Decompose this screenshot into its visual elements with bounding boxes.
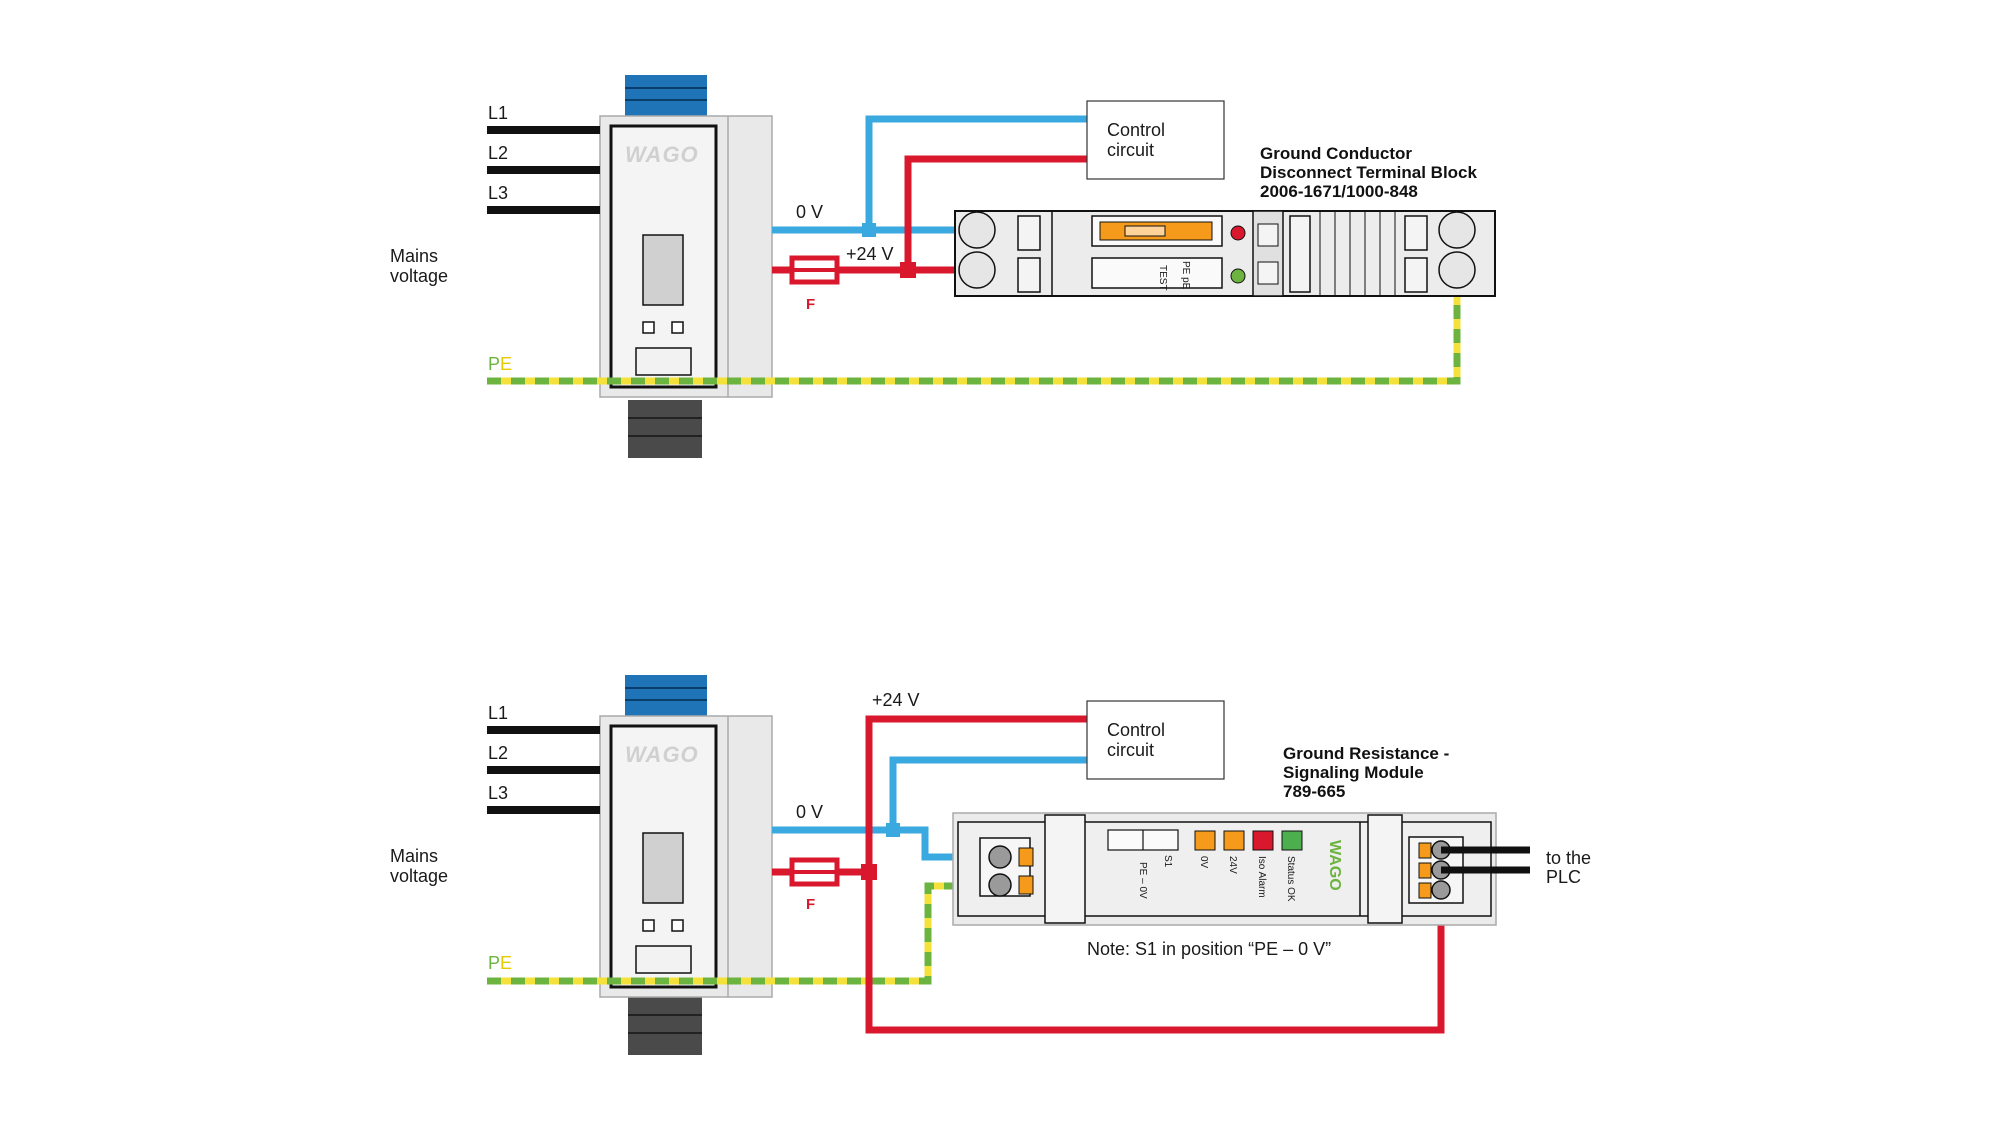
phase-label-l3-bottom: L3 (488, 783, 508, 803)
led-label-status-ok: Status OK (1285, 856, 1296, 902)
mains-voltage-label-2: voltage (390, 266, 448, 286)
plus24-label-bottom: +24 V (872, 690, 920, 710)
s1-label: S1 (1162, 855, 1173, 868)
fuse-top: F (788, 255, 842, 313)
phase-label-l1: L1 (488, 103, 508, 123)
test-label: TEST (1157, 265, 1168, 291)
device-title-top-2: Disconnect Terminal Block (1260, 163, 1478, 182)
plus24-label-top: +24 V (846, 244, 894, 264)
pe-switch-label: PE pE (1180, 261, 1191, 290)
plc-label: to the (1546, 848, 1591, 868)
power-supply-top: WAGO (599, 75, 773, 458)
pe-label: PE (488, 354, 512, 374)
ground-resistance-signaling-module: S1 PE – 0V 0V 24V Iso Alarm Status OK WA… (952, 812, 1497, 926)
control-circuit-label: Control (1107, 120, 1165, 140)
mains-voltage-label: Mains (390, 246, 438, 266)
wago-logo-top: WAGO (625, 142, 699, 167)
fuse-bottom: F (788, 857, 842, 913)
device-title-bottom-3: 789-665 (1283, 782, 1345, 801)
phase-label-l2-bottom: L2 (488, 743, 508, 763)
zero-v-label-bottom: 0 V (796, 802, 823, 822)
control-circuit-label-bottom-2: circuit (1107, 740, 1154, 760)
zero-v-label-top: 0 V (796, 202, 823, 222)
led-label-24v: 24V (1227, 856, 1238, 874)
device-title-top: Ground Conductor (1260, 144, 1412, 163)
wago-logo-bottom: WAGO (625, 742, 699, 767)
device-title-bottom: Ground Resistance - (1283, 744, 1449, 763)
control-circuit-label-bottom: Control (1107, 720, 1165, 740)
bottom-diagram: WAGO L1 L2 L3 Mains voltage PE 0 V +24 V (390, 675, 1591, 1055)
top-diagram: WAGO L1 L2 L3 Mains voltage PE 0 V +24 V (390, 75, 1496, 458)
pe-0v-label: PE – 0V (1137, 862, 1148, 899)
fuse-label-top: F (806, 296, 815, 313)
mains-voltage-label-bottom: Mains (390, 846, 438, 866)
mains-voltage-label-bottom-2: voltage (390, 866, 448, 886)
led-label-iso-alarm: Iso Alarm (1256, 856, 1267, 898)
control-circuit-box-top (1086, 100, 1225, 180)
phase-label-l2: L2 (488, 143, 508, 163)
phase-label-l1-bottom: L1 (488, 703, 508, 723)
led-label-0v: 0V (1198, 856, 1209, 869)
control-circuit-label-2: circuit (1107, 140, 1154, 160)
s1-position-note: Note: S1 in position “PE – 0 V” (1087, 939, 1331, 959)
control-circuit-box-bottom (1086, 700, 1225, 780)
pe-label-bottom: PE (488, 953, 512, 973)
wago-logo-module: WAGO (1326, 840, 1343, 891)
device-title-top-3: 2006-1671/1000-848 (1260, 182, 1418, 201)
phase-label-l3: L3 (488, 183, 508, 203)
ground-disconnect-terminal-block: TEST PE pE (954, 210, 1496, 297)
plc-label-2: PLC (1546, 867, 1581, 887)
power-supply-bottom: WAGO (599, 675, 773, 1055)
fuse-label-bottom: F (806, 896, 815, 913)
device-title-bottom-2: Signaling Module (1283, 763, 1424, 782)
